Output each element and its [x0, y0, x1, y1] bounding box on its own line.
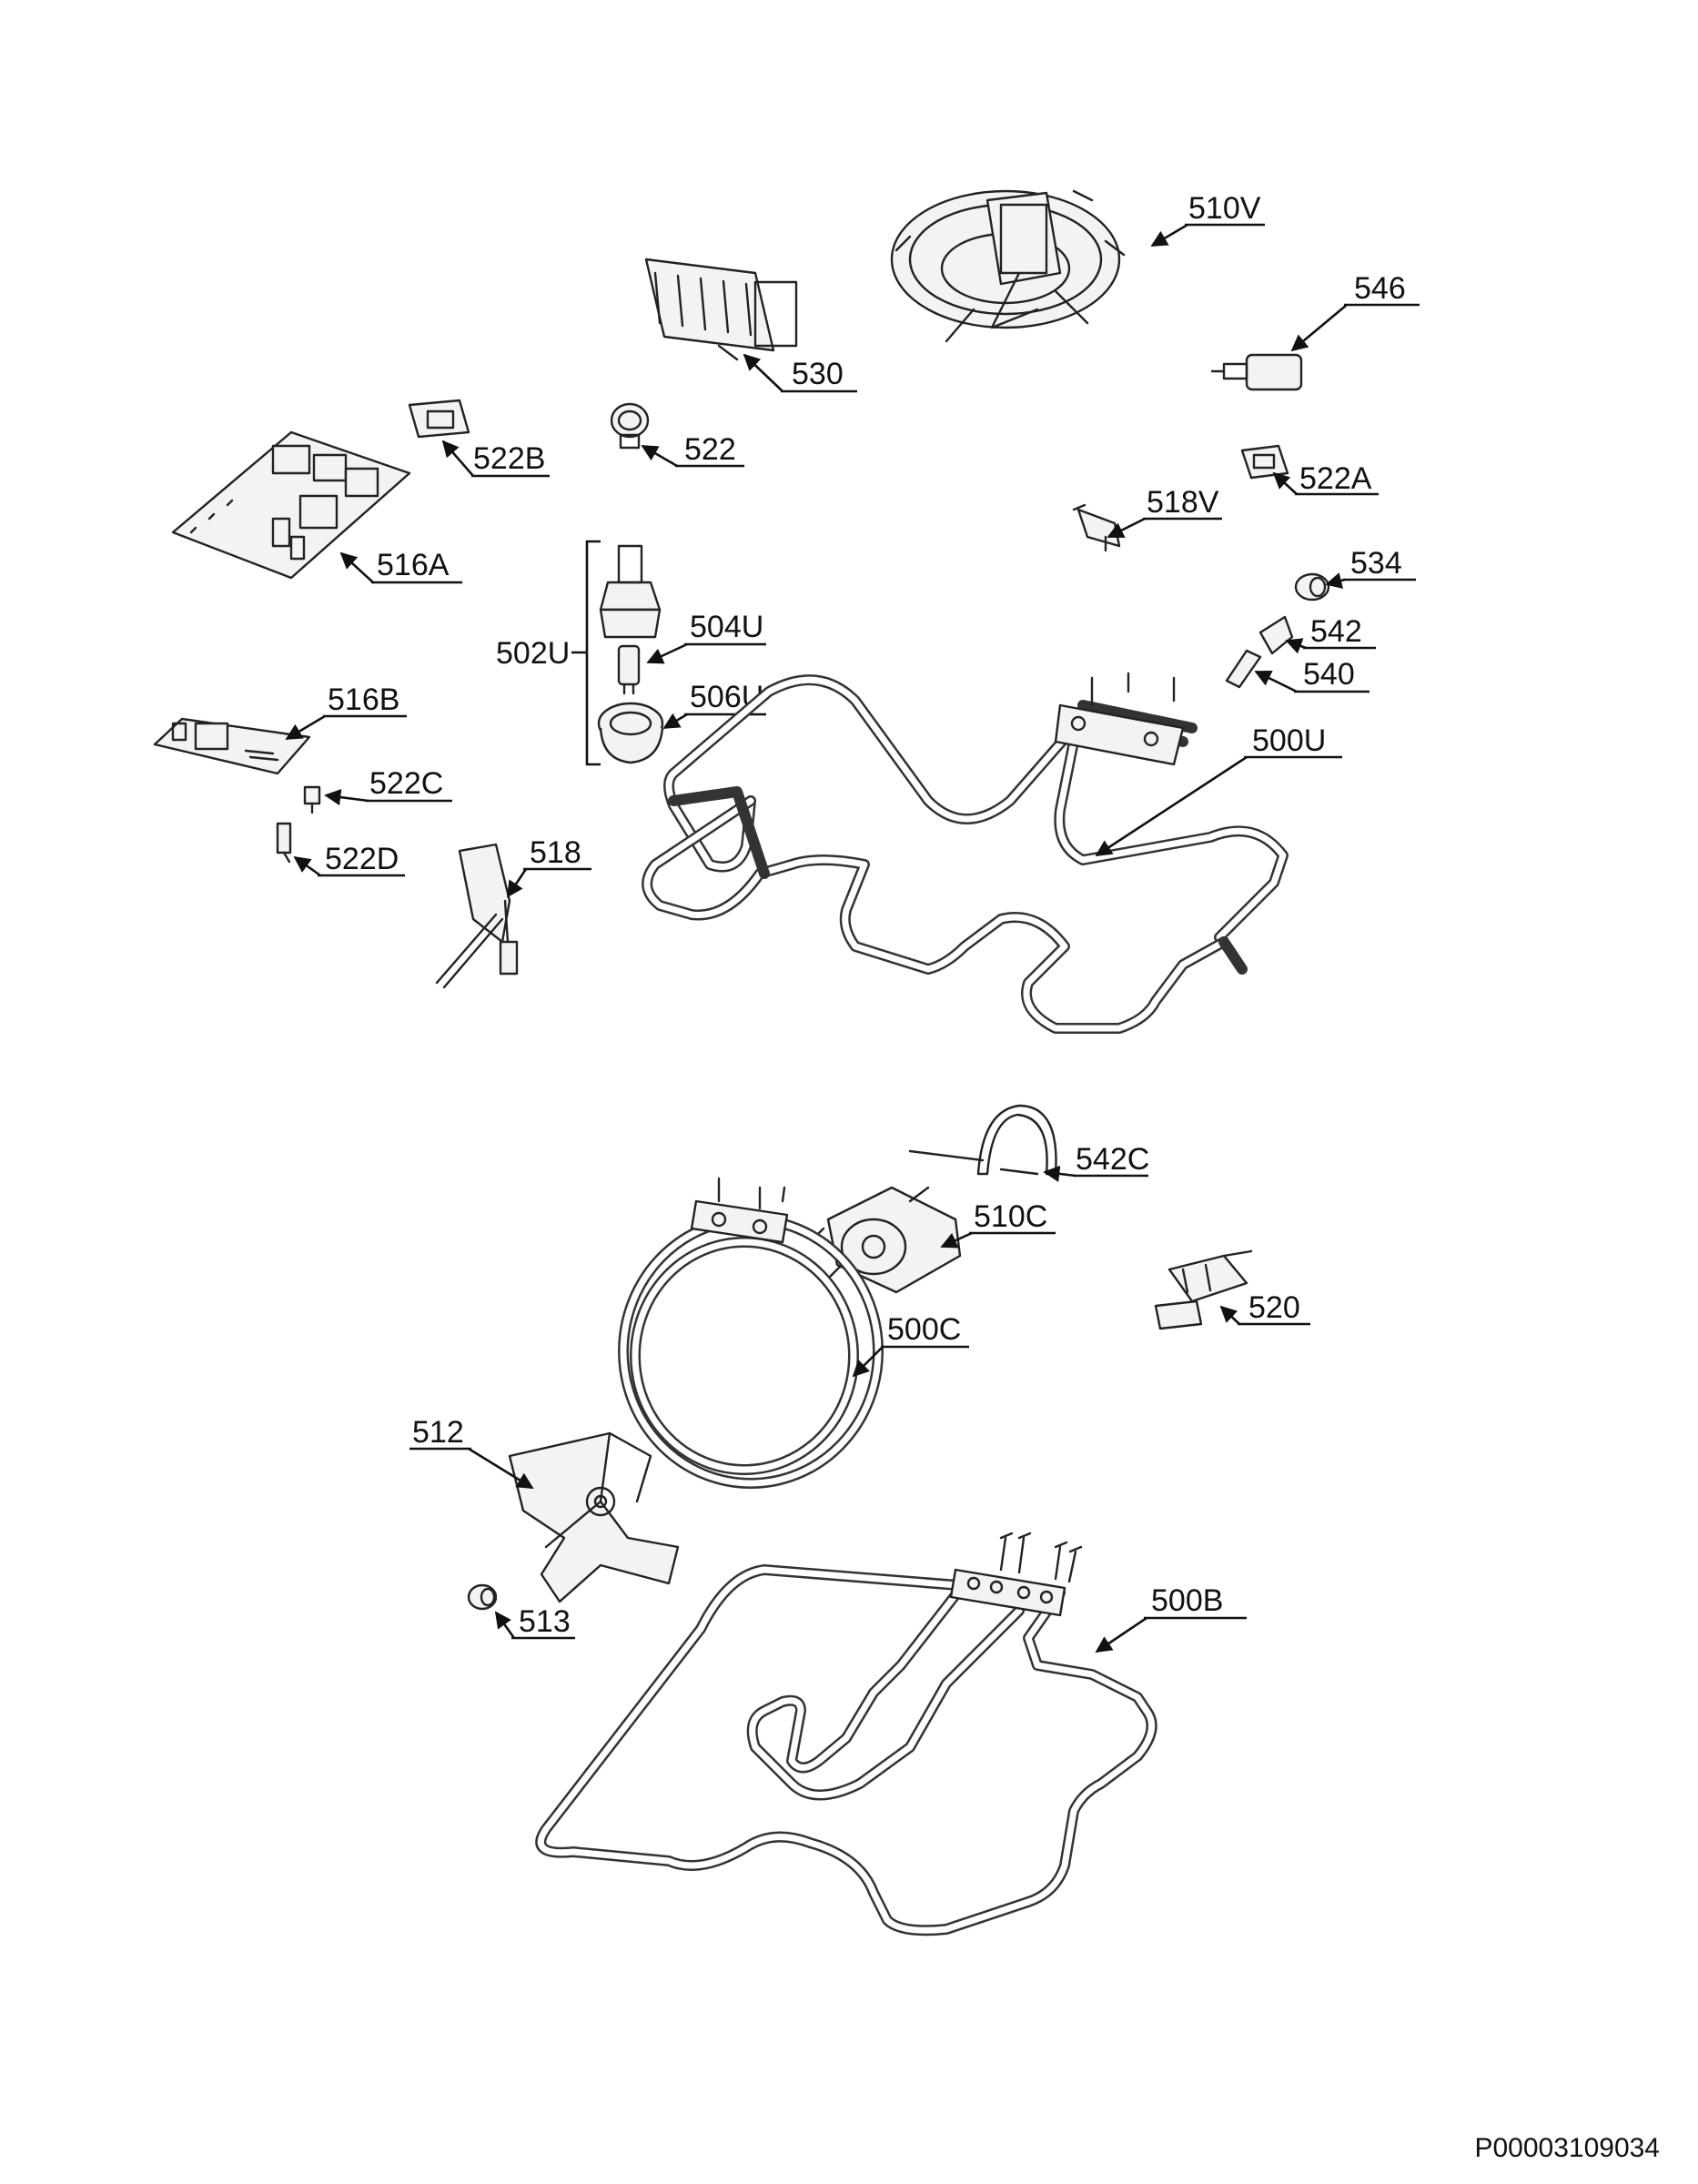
- leader-512: [468, 1447, 534, 1490]
- leader-500U: [1095, 755, 1248, 857]
- leader-500C: [852, 1346, 884, 1378]
- leader-500B: [1095, 1616, 1147, 1653]
- leader-518V: [1107, 517, 1146, 539]
- convection-motor-510C-part: [813, 1186, 962, 1294]
- label-522A: 522A: [1299, 461, 1372, 496]
- lamp-cover-542-part: [1258, 615, 1294, 655]
- label-522D: 522D: [325, 842, 399, 876]
- lamp-glass-506U-part: [597, 702, 664, 764]
- leader-510C: [940, 1231, 973, 1249]
- label-522C: 522C: [369, 766, 443, 801]
- switch-522C-part: [303, 785, 321, 814]
- label-534: 534: [1350, 546, 1402, 581]
- label-513: 513: [519, 1604, 571, 1639]
- label-518: 518: [530, 835, 581, 870]
- leader-534: [1325, 572, 1346, 589]
- bulb-504U-part: [617, 644, 641, 695]
- label-504U: 504U: [690, 610, 763, 644]
- leader-504U: [646, 642, 688, 664]
- label-542: 542: [1310, 614, 1362, 649]
- bracket-502U: [585, 540, 601, 766]
- connector-546-part: [1210, 353, 1303, 391]
- leader-506U: [662, 713, 688, 730]
- leader-540: [1254, 670, 1298, 693]
- label-522B: 522B: [473, 441, 545, 476]
- label-530: 530: [792, 357, 844, 391]
- switch-522D-part: [276, 822, 292, 864]
- leader-530: [743, 353, 783, 392]
- bracket-522A-part: [1240, 444, 1289, 480]
- leader-520: [1219, 1305, 1240, 1325]
- lamp-holder-502U-part: [599, 544, 662, 639]
- nut-513-part: [467, 1583, 498, 1611]
- label-542C: 542C: [1076, 1142, 1149, 1177]
- label-516B: 516B: [328, 682, 399, 717]
- leader-522D: [293, 855, 321, 877]
- probe-518-part: [435, 843, 519, 989]
- sensor-clip-518V-part: [1072, 503, 1121, 552]
- leader-516A: [339, 551, 374, 583]
- leader-510V: [1150, 223, 1188, 248]
- leader-546: [1290, 304, 1348, 352]
- leader-522C: [324, 789, 369, 806]
- label-546: 546: [1354, 271, 1406, 306]
- fan-blade-512-part: [508, 1431, 680, 1603]
- document-id: P00003109034: [1474, 2133, 1660, 2163]
- cap-534-part: [1294, 572, 1330, 602]
- bottom-element-500B-part: [535, 1532, 1157, 1936]
- leader-522: [641, 444, 678, 468]
- label-516A: 516A: [377, 548, 450, 582]
- glass-540-part: [1225, 649, 1262, 689]
- terminal-block-part: [644, 258, 798, 361]
- fan-motor-assembly-part: [890, 189, 1126, 343]
- label-540: 540: [1303, 657, 1355, 692]
- label-518V: 518V: [1147, 485, 1219, 520]
- label-522: 522: [684, 432, 736, 467]
- label-502U: 502U: [496, 636, 570, 671]
- power-board-516B-part: [153, 717, 311, 775]
- door-lock-520-part: [1154, 1249, 1253, 1330]
- leader-542: [1285, 638, 1307, 654]
- leader-522A: [1272, 471, 1298, 495]
- label-512: 512: [412, 1415, 464, 1450]
- leader-513: [494, 1611, 516, 1639]
- label-500B: 500B: [1151, 1583, 1223, 1618]
- spring-clip-542C-part: [908, 1104, 1057, 1176]
- label-520: 520: [1248, 1290, 1300, 1325]
- bracket-522B-part: [408, 399, 470, 439]
- leader-542C: [1043, 1165, 1076, 1182]
- leader-522B: [441, 440, 474, 477]
- leader-516B: [285, 714, 326, 741]
- label-500C: 500C: [887, 1312, 961, 1347]
- control-board-516A-part: [171, 430, 411, 580]
- label-510V: 510V: [1188, 191, 1261, 226]
- thermostat-522-part: [610, 402, 650, 450]
- grill-element-500U-part: [642, 672, 1289, 1034]
- label-510C: 510C: [974, 1199, 1047, 1234]
- label-500U: 500U: [1252, 723, 1326, 758]
- leader-518: [506, 868, 528, 898]
